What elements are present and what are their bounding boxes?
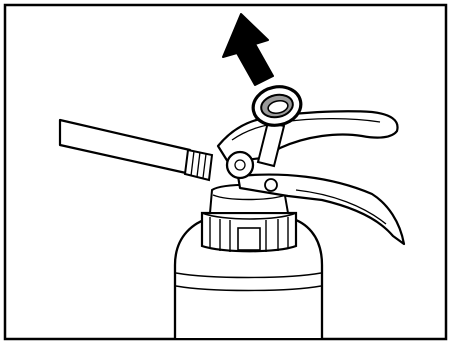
up-arrow-icon (223, 14, 273, 85)
hose (60, 120, 190, 173)
hose-fitting (185, 150, 212, 180)
valve-collar (202, 213, 296, 252)
pivot-knob (227, 152, 253, 178)
lever-rivet (265, 179, 277, 191)
